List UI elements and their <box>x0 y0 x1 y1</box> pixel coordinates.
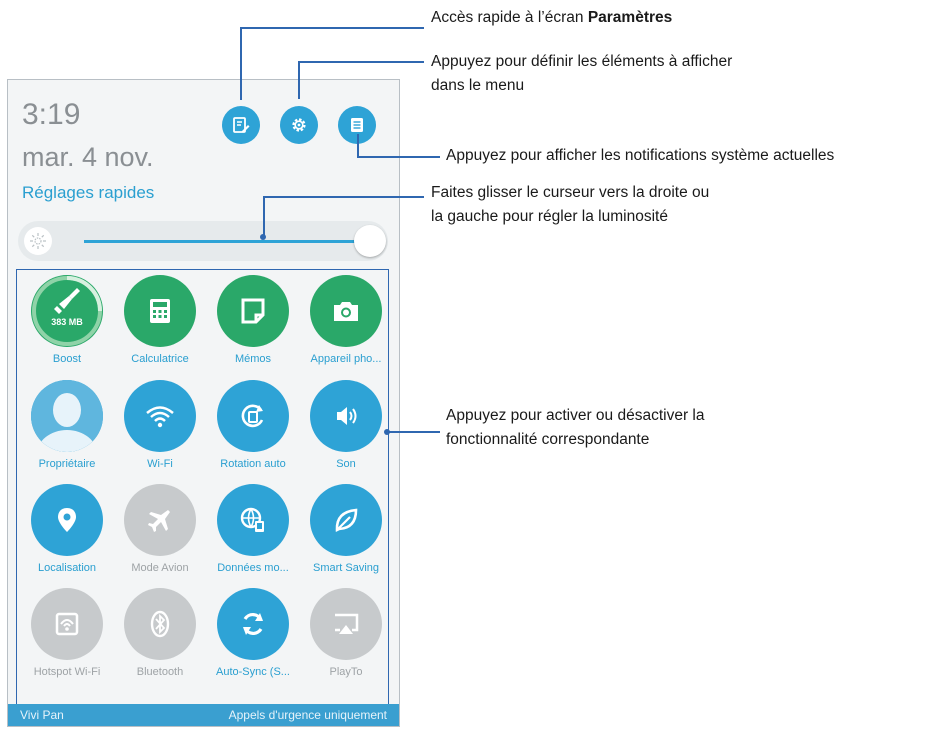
camera-icon <box>334 302 358 321</box>
tile-button[interactable] <box>310 380 382 452</box>
tile-button[interactable] <box>124 588 196 660</box>
location-icon <box>58 508 76 532</box>
tile-button[interactable] <box>217 588 289 660</box>
callout-dot-toggle <box>384 429 390 435</box>
hotspot-icon <box>55 612 79 636</box>
gear-icon <box>292 118 306 132</box>
tile-son[interactable]: Son <box>300 380 392 470</box>
callout-dot-brightness <box>260 234 266 240</box>
tile-button[interactable]: 383 MB <box>31 275 103 347</box>
callout-toggle-features: Appuyez pour activer ou désactiver la fo… <box>446 407 705 448</box>
tile-button[interactable] <box>31 380 103 452</box>
tile-button[interactable] <box>31 484 103 556</box>
callout-line-brightness-h <box>263 196 424 198</box>
airplane-icon <box>148 510 170 532</box>
callout-line-settings-h <box>240 27 424 29</box>
tile-label: Bluetooth <box>136 666 184 678</box>
tile-label: Hotspot Wi-Fi <box>33 666 101 678</box>
tile-label: Appareil pho... <box>310 353 382 365</box>
callout-line-settings-v <box>240 27 242 100</box>
clock-time: 3:19 <box>22 98 81 131</box>
playto-icon <box>335 613 359 634</box>
tile-label: Propriétaire <box>38 458 96 470</box>
tile-label: Boost <box>52 353 82 365</box>
callout-customize-menu: Appuyez pour définir les éléments à affi… <box>431 53 733 94</box>
status-footer: Vivi Pan Appels d'urgence uniquement <box>8 704 399 726</box>
tile-mode-avion[interactable]: Mode Avion <box>114 484 206 574</box>
callout-line-toggle <box>386 431 440 433</box>
leaf-icon <box>335 508 358 533</box>
edit-settings-icon <box>233 117 250 133</box>
tile-label: PlayTo <box>329 666 363 678</box>
mobile-data-icon <box>240 507 264 532</box>
tile-button[interactable] <box>217 484 289 556</box>
callout-brightness: Faites glisser le curseur vers la droite… <box>431 184 710 225</box>
tile-label: Localisation <box>37 562 97 574</box>
callout-line-notif-v <box>357 134 359 156</box>
tile-label: Mode Avion <box>131 562 189 574</box>
customize-menu-button[interactable] <box>280 106 318 144</box>
tile-label: Données mo... <box>217 562 289 574</box>
carrier-name: Vivi Pan <box>20 708 64 722</box>
tile-button[interactable] <box>124 380 196 452</box>
tile-localisation[interactable]: Localisation <box>21 484 113 574</box>
bluetooth-icon <box>150 610 170 638</box>
tile-button[interactable] <box>310 484 382 556</box>
tile-label: Smart Saving <box>312 562 380 574</box>
notification-list-icon <box>351 118 363 132</box>
brightness-thumb[interactable] <box>354 225 387 257</box>
wifi-icon <box>146 406 174 428</box>
boost-memory-label: 383 MB <box>51 317 83 327</box>
calculator-icon <box>150 299 170 323</box>
avatar-icon <box>31 380 103 452</box>
tile-button[interactable] <box>310 588 382 660</box>
tile-label: Wi-Fi <box>147 458 173 470</box>
emergency-status: Appels d'urgence uniquement <box>228 708 387 722</box>
tile-wi-fi[interactable]: Wi-Fi <box>114 380 206 470</box>
tile-auto-sync-s[interactable]: Auto-Sync (S... <box>207 588 299 678</box>
tile-button[interactable] <box>124 484 196 556</box>
tile-hotspot-wi-fi[interactable]: Hotspot Wi-Fi <box>21 588 113 678</box>
tile-button[interactable] <box>310 275 382 347</box>
quick-settings-grid: 383 MB Boost Calculatrice Mémos Appareil pho… <box>16 269 389 706</box>
quick-settings-title: Réglages rapides <box>22 183 155 202</box>
tile-appareil-pho[interactable]: Appareil pho... <box>300 275 392 365</box>
rotation-icon <box>241 404 264 428</box>
tile-button[interactable] <box>124 275 196 347</box>
callout-line-define-v <box>298 61 300 99</box>
memo-icon <box>241 298 265 324</box>
tile-label: Son <box>336 458 356 470</box>
sync-icon <box>243 613 263 635</box>
tile-label: Mémos <box>234 353 272 365</box>
brightness-icon <box>24 227 52 255</box>
tile-m-mos[interactable]: Mémos <box>207 275 299 365</box>
brightness-slider[interactable] <box>18 221 388 261</box>
callout-line-define-h <box>298 61 424 63</box>
tile-bluetooth[interactable]: Bluetooth <box>114 588 206 678</box>
tile-playto[interactable]: PlayTo <box>300 588 392 678</box>
settings-shortcut-button[interactable] <box>222 106 260 144</box>
tile-rotation-auto[interactable]: Rotation auto <box>207 380 299 470</box>
tile-label: Auto-Sync (S... <box>216 666 290 678</box>
brightness-track[interactable] <box>84 240 359 243</box>
tile-button[interactable] <box>217 275 289 347</box>
quick-settings-panel: 3:19 mar. 4 nov. Réglages rapides <box>7 79 400 727</box>
tile-boost[interactable]: 383 MB Boost <box>21 275 113 365</box>
sound-icon <box>337 407 357 425</box>
tile-label: Rotation auto <box>220 458 286 470</box>
tile-propri-taire[interactable]: Propriétaire <box>21 380 113 470</box>
tile-button[interactable] <box>217 380 289 452</box>
callout-notifications: Appuyez pour afficher les notifications … <box>446 147 835 164</box>
callout-settings-shortcut: Accès rapide à l’écran Paramètres <box>431 9 673 26</box>
tile-smart-saving[interactable]: Smart Saving <box>300 484 392 574</box>
callout-line-brightness-v <box>263 196 265 238</box>
tile-calculatrice[interactable]: Calculatrice <box>114 275 206 365</box>
broom-icon <box>54 288 80 314</box>
boost-ring <box>32 276 102 346</box>
tile-button[interactable] <box>31 588 103 660</box>
tile-donn-es-mo[interactable]: Données mo... <box>207 484 299 574</box>
tile-label: Calculatrice <box>131 353 189 365</box>
clock-date: mar. 4 nov. <box>22 142 154 172</box>
callout-line-notif-h <box>357 156 440 158</box>
